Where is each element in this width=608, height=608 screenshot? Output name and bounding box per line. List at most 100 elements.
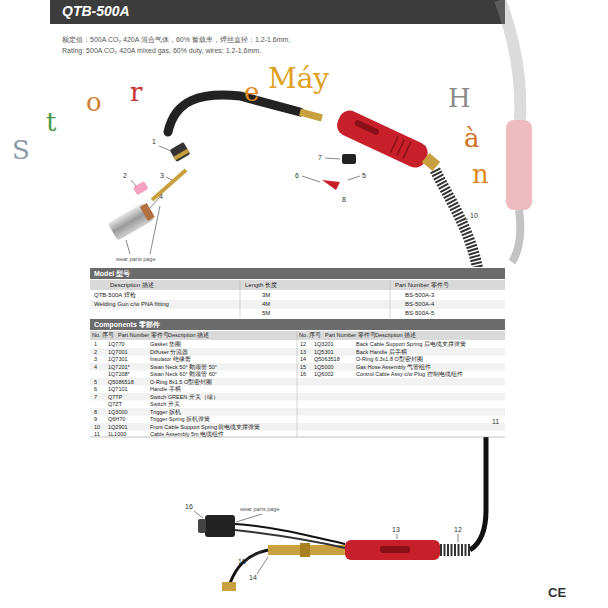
watermark: n	[472, 160, 489, 189]
table-cell: Swan Neck 50° 鹅颈管 50°	[150, 364, 217, 370]
front-ferrule	[422, 153, 440, 171]
leader-lines	[126, 146, 468, 574]
table-cell: 1Q770	[108, 341, 125, 347]
gas-nut	[222, 582, 236, 591]
callout-number: 14	[249, 574, 257, 582]
table-cell: 1Q2901	[108, 424, 128, 430]
table-cell: 7	[94, 394, 97, 400]
callout-number: 10	[470, 212, 478, 220]
table-cell: 1Q3201	[314, 341, 334, 347]
back-spring	[440, 544, 470, 556]
table-cell: Q5063518	[314, 356, 340, 362]
table-cell: Q7ZT	[108, 401, 122, 407]
table-cell: 1Q7208*	[108, 371, 130, 377]
table-header: Part Number 零件号	[118, 332, 169, 338]
table-cell: Cable Assembly 5m 电缆组件	[150, 431, 224, 437]
table-cell: 3	[94, 356, 97, 362]
faded-torch	[500, 0, 532, 262]
table-cell: O-Ring 6.3x1.8 O型密封圈	[356, 356, 423, 362]
callout-number: 15	[238, 558, 246, 566]
callout-number: 2	[123, 172, 127, 180]
table-cell: Control Cable Assy c/w Plug 控制电缆组件	[356, 371, 463, 377]
callout-number: 5	[362, 172, 366, 180]
table-cell: 11	[94, 431, 100, 437]
table-cell: Diffuser 分流器	[150, 349, 188, 355]
table-cell: 1Q5000	[314, 364, 334, 370]
table-cell: Back Cable Support Spring 后电缆支撑弹簧	[356, 341, 466, 347]
table-cell: 1Q5301	[314, 349, 334, 355]
table-cell: 8	[94, 409, 97, 415]
watermark: r	[130, 78, 142, 107]
table-cell: 10	[94, 424, 100, 430]
table-cell: 1Q6002	[314, 371, 334, 377]
callout-number: 1	[152, 138, 156, 146]
table-cell: 13	[300, 349, 306, 355]
table-cell: Gas Hose Assembly 气管组件	[356, 364, 431, 370]
watermark: t	[46, 108, 56, 137]
table-header: Description 描述	[110, 282, 154, 289]
table-cell: Trigger Spring 扳机弹簧	[150, 416, 210, 422]
callout-number: 12	[454, 526, 462, 534]
watermark: o	[86, 88, 102, 117]
table-cell: 6	[94, 386, 97, 392]
table-cell: 1Q7201*	[108, 364, 130, 370]
neck-nut	[300, 112, 322, 118]
table-header: No. 序号	[299, 332, 321, 338]
table-cell: O-Ring 8x1.5 O型密封圈	[150, 379, 212, 385]
parts-table	[90, 267, 505, 437]
table-cell: Handle 手柄	[150, 386, 181, 392]
spec-text: 额定值：500A CO₂ 420A 混合气体，60% 暂载率，焊丝直径：1.2-…	[62, 36, 295, 44]
table-cell: BS-500A-3	[405, 292, 434, 299]
table-heading: Components 零部件	[94, 321, 160, 329]
table-header: Description 描述	[168, 332, 209, 338]
callout-number: 4	[159, 193, 163, 201]
swan-neck	[168, 95, 300, 132]
table-cell: 1Q7101	[108, 386, 128, 392]
gas-hose	[230, 550, 268, 583]
table-cell: 4	[94, 364, 97, 370]
table-header: Length 长度	[245, 282, 277, 289]
table-header: Part Number 零件号	[395, 282, 449, 289]
table-cell: 12	[300, 341, 306, 347]
note-text: wear parts page	[116, 256, 155, 262]
switch	[342, 154, 356, 164]
table-cell: 9	[94, 416, 97, 422]
callout-number: 11	[492, 418, 499, 426]
table-cell: QTB-500A 焊枪	[94, 292, 136, 299]
table-cell: 1Q7301	[108, 356, 128, 362]
table-cell: Insulator 绝缘套	[150, 356, 191, 362]
table-heading: Model 型号	[94, 270, 130, 278]
watermark: Máy	[268, 64, 329, 95]
page-title: QTB-500A	[62, 4, 130, 19]
table-cell: Q7TP	[108, 394, 122, 400]
table-cell: Switch 开关	[150, 401, 180, 407]
callout-number: 13	[392, 526, 400, 534]
contact-tip	[152, 170, 186, 200]
table-cell: 5	[94, 379, 97, 385]
watermark: e	[244, 78, 259, 107]
table-cell: 16	[300, 371, 306, 377]
table-cell: Switch GREEN 开关（绿）	[150, 394, 219, 400]
spec-text: Rating: 500A CO₂ 420A mixed gas, 60% dut…	[62, 47, 261, 55]
table-cell: Front Cable Support Spring 前电缆支撑弹簧	[150, 424, 260, 430]
table-cell: 1Q3000	[108, 409, 128, 415]
watermark: S	[12, 136, 30, 165]
watermark: H	[448, 84, 471, 113]
table-cell: BS-500A-4	[405, 301, 434, 308]
table-cell: 14	[300, 356, 306, 362]
table-header: Part Number 零件号	[325, 332, 376, 338]
table-cell: Q6H70	[108, 416, 125, 422]
handle	[333, 107, 431, 171]
note-text: wear parts page	[240, 506, 279, 512]
table-cell: Swan Neck 60° 鹅颈管 60°	[150, 371, 217, 377]
table-cell: Back Handle 后手柄	[356, 349, 407, 355]
insulator	[133, 181, 149, 195]
table-cell: Gasket 垫圈	[150, 341, 181, 347]
trigger	[322, 180, 340, 190]
callout-number: 8	[342, 196, 346, 204]
control-plug	[205, 515, 235, 537]
table-cell: 1L1000	[108, 431, 126, 437]
table-cell: Welding Gun c/w PNA fitting	[94, 301, 169, 308]
title-band	[50, 0, 505, 24]
